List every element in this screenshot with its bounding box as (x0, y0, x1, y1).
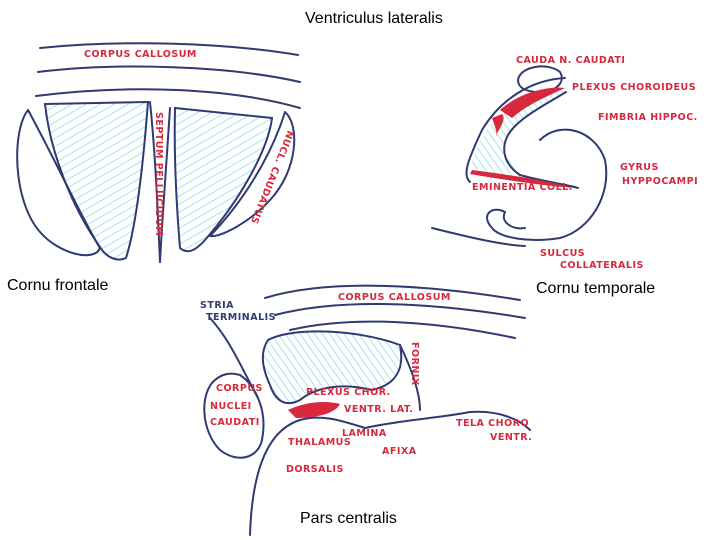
central-part-sketch (203, 284, 531, 536)
label-septum-pellucidum: SEPTUM PELLUCIDUM (153, 112, 164, 236)
label-lamina-2: AFIXA (382, 446, 417, 457)
central-callosum-arc-2 (274, 302, 526, 319)
label-corpus-3: CAUDATI (210, 417, 260, 428)
central-choroid-plexus (288, 402, 340, 418)
label-cauda: CAUDA N. CAUDATI (516, 55, 625, 66)
frontal-caudate-left (16, 109, 101, 257)
frontal-left-ventricle (43, 100, 150, 261)
frontal-septum (149, 101, 161, 263)
temporal-eminentia-edge (470, 170, 575, 188)
label-tela-1: TELA CHORO (456, 418, 529, 429)
label-corpus-1: CORPUS (216, 383, 263, 394)
central-callosum-arc-3 (289, 320, 516, 339)
label-gyrus-1: GYRUS (620, 162, 659, 173)
label-fornix: FORNIX (409, 342, 420, 386)
central-ventricle (262, 330, 403, 405)
label-stria-1: STRIA (200, 300, 234, 311)
label-sulcus-2: COLLATERALIS (560, 260, 644, 271)
label-sulcus-1: SULCUS (540, 248, 585, 259)
central-tela (364, 410, 531, 431)
frontal-callosum-arc-1 (39, 42, 299, 56)
frontal-septum-2 (159, 107, 171, 263)
temporal-outer-wall (465, 77, 566, 183)
frontal-horn-sketch (16, 42, 301, 263)
label-central-plexus-1: PLEXUS CHOR. (306, 387, 391, 398)
label-stria-2: TERMINALIS (206, 312, 276, 323)
temporal-ventricle (470, 90, 566, 185)
label-lamina-1: LAMINA (342, 428, 387, 439)
central-fornix (399, 344, 421, 411)
diagram-title: Ventriculus lateralis (305, 10, 443, 27)
label-corpus-2: NUCLEI (210, 401, 252, 412)
central-thalamus (249, 416, 366, 536)
frontal-callosum-arc-3 (35, 88, 301, 109)
temporal-horn-sketch (431, 65, 608, 247)
label-eminentia: EMINENTIA COLL. (472, 182, 573, 193)
label-central-corpus-callosum: CORPUS CALLOSUM (338, 292, 451, 303)
caption-cornu-frontale: Cornu frontale (7, 277, 109, 294)
caption-pars-centralis: Pars centralis (300, 510, 397, 527)
caption-cornu-temporale: Cornu temporale (536, 280, 656, 297)
temporal-fimbria (492, 114, 504, 136)
frontal-callosum-arc-2 (37, 65, 301, 83)
central-caudate (203, 372, 265, 459)
label-thalamus-1: THALAMUS (288, 437, 351, 448)
label-frontal-corpus-callosum: CORPUS CALLOSUM (84, 49, 197, 60)
central-callosum-arc-1 (264, 284, 521, 301)
temporal-inner-wall (503, 91, 579, 189)
label-temporal-plexus: PLEXUS CHOROIDEUS (572, 82, 696, 93)
label-fimbria: FIMBRIA HIPPOC. (598, 112, 698, 123)
central-stria (209, 317, 259, 399)
temporal-collateral-sulcus (431, 227, 526, 247)
label-central-plexus-2: VENTR. LAT. (344, 404, 414, 415)
frontal-right-ventricle (173, 106, 274, 253)
temporal-choroid-plexus (500, 87, 565, 118)
label-thalamus-2: DORSALIS (286, 464, 344, 475)
label-tela-2: VENTR. (490, 432, 532, 443)
label-gyrus-2: HYPPOCAMPI (622, 176, 698, 187)
frontal-caudate-right (209, 111, 296, 238)
temporal-hippocampus-curve (486, 128, 608, 241)
